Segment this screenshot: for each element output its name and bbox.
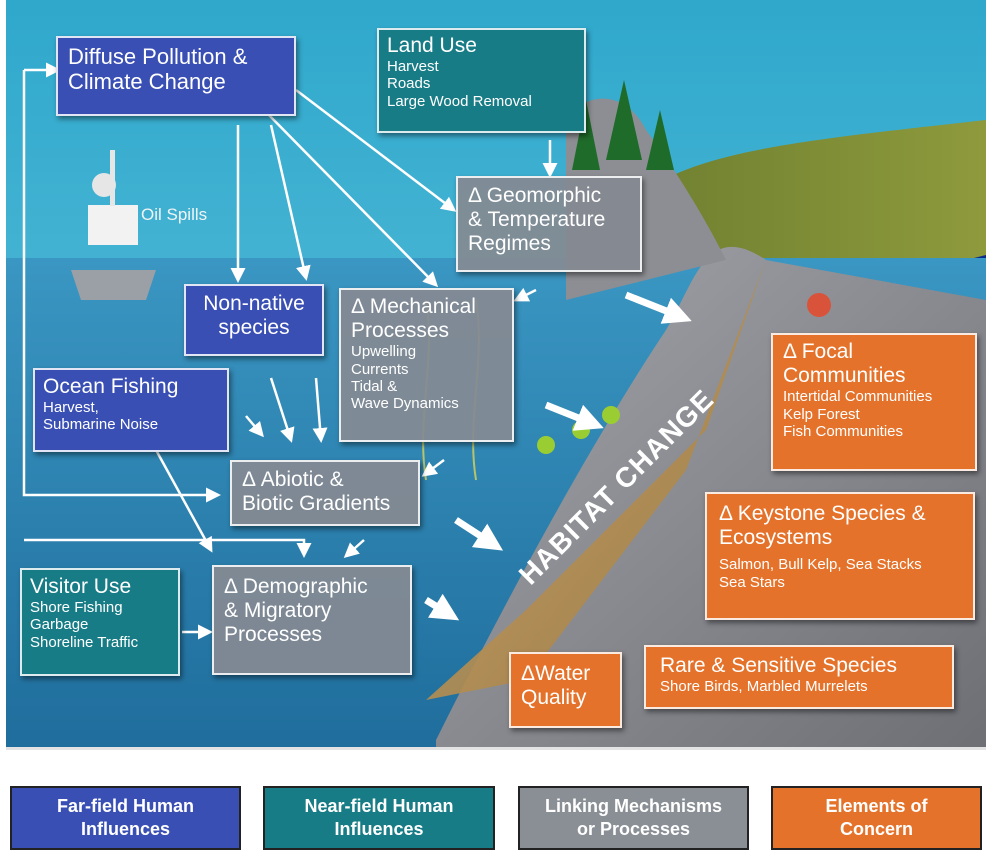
diffuse-pollution-box: Diffuse Pollution & Climate Change <box>56 36 296 116</box>
land-use-sub-1: Harvest <box>387 58 439 76</box>
ocean-fishing-sub-2: Submarine Noise <box>43 416 159 434</box>
legend-linking-line-1: Linking Mechanisms <box>544 795 723 816</box>
keystone-title-2: Ecosystems <box>719 526 833 550</box>
mechanical-sub-2: Currents <box>351 360 409 378</box>
legend-linking-line-2: or Processes <box>576 819 691 839</box>
mechanical-sub-1: Upwelling <box>351 343 417 361</box>
focal-sub-1: Intertidal Communities <box>783 388 933 406</box>
diagram-scene: Diffuse Pollution & Climate Change Land … <box>6 0 986 750</box>
visitor-use-sub-1: Shore Fishing <box>30 599 123 617</box>
visitor-use-box: Visitor Use Shore Fishing Garbage Shorel… <box>20 568 180 676</box>
tree <box>646 110 674 170</box>
legend-divider <box>6 747 986 750</box>
geomorphic-line-2: & Temperature <box>468 208 606 232</box>
non-native-line-2: species <box>218 316 290 340</box>
mechanical-sub-3: Tidal & <box>351 377 398 395</box>
demographic-line-1: Δ Demographic <box>224 575 368 598</box>
keystone-sub-1: Salmon, Bull Kelp, Sea Stacks <box>719 556 922 574</box>
visitor-use-title: Visitor Use <box>30 575 132 598</box>
legend-far-field: Far-field Human Influences <box>10 786 241 850</box>
legend-near-field-line-2: Influences <box>334 819 424 839</box>
mechanical-sub-4: Wave Dynamics <box>351 395 459 413</box>
ocean-fishing-box: Ocean Fishing Harvest, Submarine Noise <box>33 368 229 452</box>
boat-hull <box>71 270 156 300</box>
visitor-use-sub-2: Garbage <box>30 616 89 634</box>
tree <box>572 100 600 170</box>
legend-linking: Linking Mechanisms or Processes <box>518 786 749 850</box>
geomorphic-line-3: Regimes <box>468 232 551 256</box>
non-native-box: Non-native species <box>184 284 324 356</box>
mechanical-title-2: Processes <box>351 319 450 343</box>
land-use-title: Land Use <box>387 34 477 57</box>
geomorphic-line-1: Δ Geomorphic <box>468 184 602 207</box>
non-native-line-1: Non-native <box>203 292 305 315</box>
urchin-icon <box>602 406 620 424</box>
boat-dish <box>92 173 116 197</box>
keystone-sub-2: Sea Stars <box>719 573 785 591</box>
keystone-box: Δ Keystone Species & Ecosystems Salmon, … <box>705 492 975 620</box>
legend-concern-line-2: Concern <box>839 819 913 839</box>
ocean-fishing-sub-1: Harvest, <box>43 399 99 417</box>
crab-icon <box>807 293 831 317</box>
urchin-icon <box>537 436 555 454</box>
water-quality-line-2: Quality <box>521 686 587 710</box>
water-quality-line-1: ΔWater <box>521 662 591 685</box>
legend-near-field: Near-field Human Influences <box>263 786 495 850</box>
oil-spills-label: Oil Spills <box>141 205 208 224</box>
focal-sub-2: Kelp Forest <box>783 405 860 423</box>
legend-far-field-line-2: Influences <box>80 819 170 839</box>
tree <box>606 80 642 160</box>
mechanical-box: Δ Mechanical Processes Upwelling Current… <box>339 288 514 442</box>
focal-communities-box: Δ Focal Communities Intertidal Communiti… <box>771 333 977 471</box>
legend-far-field-line-1: Far-field Human <box>56 795 194 816</box>
demographic-line-3: Processes <box>224 623 323 647</box>
rare-species-box: Rare & Sensitive Species Shore Birds, Ma… <box>644 645 954 709</box>
diffuse-line-1: Diffuse Pollution & <box>68 44 248 69</box>
boat-cabin <box>88 205 138 245</box>
visitor-use-sub-3: Shoreline Traffic <box>30 633 139 651</box>
land-use-box: Land Use Harvest Roads Large Wood Remova… <box>377 28 586 133</box>
abiotic-box: Δ Abiotic & Biotic Gradients <box>230 460 420 526</box>
focal-title-1: Δ Focal <box>783 340 854 363</box>
ocean-fishing-title: Ocean Fishing <box>43 375 179 398</box>
flow-arrows <box>22 62 558 640</box>
legend-near-field-line-1: Near-field Human <box>304 795 454 816</box>
rare-sub: Shore Birds, Marbled Murrelets <box>660 678 868 696</box>
land-use-sub-3: Large Wood Removal <box>387 92 532 110</box>
focal-sub-3: Fish Communities <box>783 422 904 440</box>
big-arrows <box>424 291 692 621</box>
keystone-title-1: Δ Keystone Species & <box>719 502 926 525</box>
focal-title-2: Communities <box>783 364 906 388</box>
legend-concern-line-1: Elements of <box>825 795 928 816</box>
mechanical-title-1: Δ Mechanical <box>351 295 476 318</box>
land-use-sub-2: Roads <box>387 75 431 93</box>
diffuse-line-2: Climate Change <box>68 69 226 95</box>
demographic-line-2: & Migratory <box>224 599 332 623</box>
legend-concern: Elements of Concern <box>771 786 982 850</box>
rare-title: Rare & Sensitive Species <box>660 654 897 677</box>
demographic-box: Δ Demographic & Migratory Processes <box>212 565 412 675</box>
geomorphic-box: Δ Geomorphic & Temperature Regimes <box>456 176 642 272</box>
abiotic-line-1: Δ Abiotic & <box>242 468 344 491</box>
water-quality-box: ΔWater Quality <box>509 652 622 728</box>
abiotic-line-2: Biotic Gradients <box>242 492 391 516</box>
